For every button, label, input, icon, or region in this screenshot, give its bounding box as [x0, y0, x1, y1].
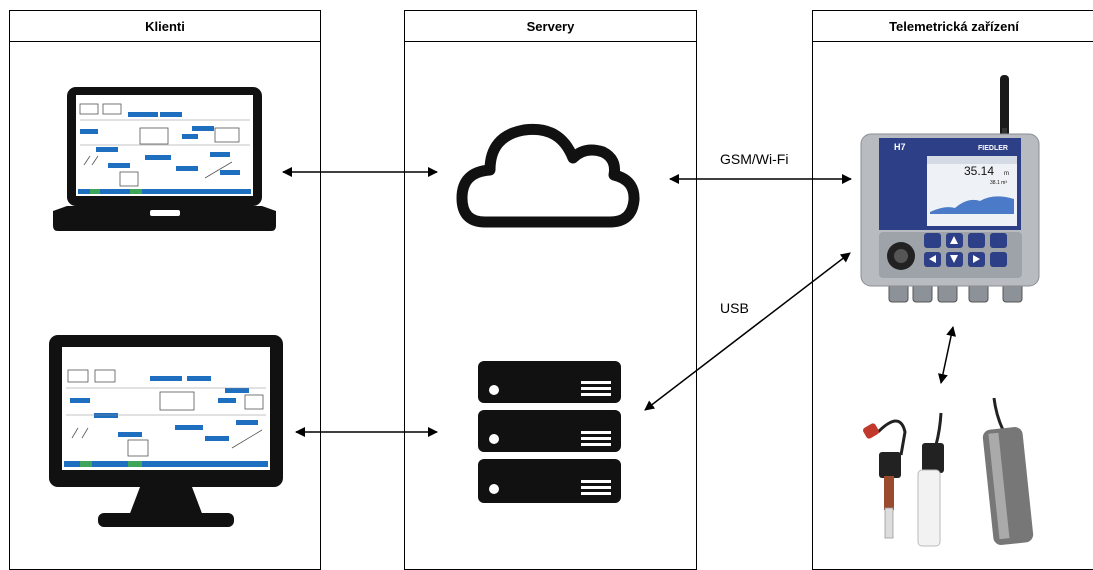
monitor-screen-content: [64, 369, 268, 467]
lane-header-devices: Telemetrická zařízení: [813, 11, 1093, 42]
edge-label-usb: USB: [720, 300, 749, 316]
sensor-probes-icon: [863, 397, 1034, 547]
laptop-icon: [53, 87, 276, 231]
cloud-icon: [456, 123, 640, 228]
connection-arrows: [282, 167, 957, 437]
arrow-device-sensors: [937, 326, 957, 384]
enter-key: [990, 252, 1007, 267]
lane-header-clients: Klienti: [10, 11, 320, 42]
device-reading: 35.14: [964, 164, 994, 178]
device-secondary-reading: 38.1 m³: [990, 180, 1007, 186]
server-unit: [478, 361, 621, 403]
device-model-label: H7: [894, 142, 906, 152]
device-brand-label: FIEDLER: [978, 145, 1008, 152]
server-stack-icon: [478, 361, 621, 503]
cable-gland-icon: [888, 281, 1023, 303]
menu-key: [924, 233, 941, 248]
arrow-server-device: [644, 252, 851, 411]
desktop-monitor-icon: [49, 335, 283, 527]
esc-key: [990, 233, 1007, 248]
telemetry-device-icon: H7 FIEDLER 35.14 m 38.1 m³: [860, 75, 1040, 303]
server-unit: [478, 410, 621, 452]
laptop-screen-content: [78, 103, 251, 194]
antenna-icon: [1000, 75, 1009, 137]
device-reading-unit: m: [1004, 171, 1009, 177]
edge-label-gsm-wifi: GSM/Wi-Fi: [720, 151, 789, 167]
lane-header-servers: Servery: [405, 11, 696, 42]
mode-key: [968, 233, 985, 248]
server-unit: [478, 459, 621, 503]
